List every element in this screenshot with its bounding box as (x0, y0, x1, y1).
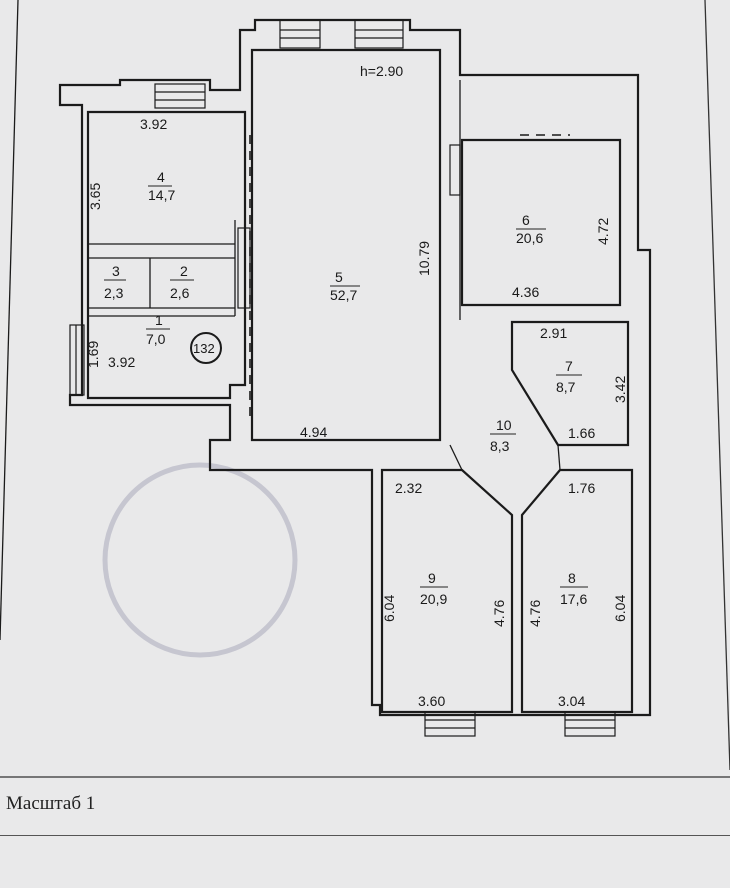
apartment-number: 132 (193, 341, 215, 356)
room-9-area: 20,9 (420, 591, 447, 607)
dim-room9-bottom: 3.60 (418, 693, 445, 709)
windows (69, 19, 616, 737)
room-2-area: 2,6 (170, 285, 190, 301)
interior-partitions (88, 80, 561, 471)
room-7-area: 8,7 (556, 379, 576, 395)
dim-room6-depth: 4.72 (595, 218, 611, 245)
room-5-area: 52,7 (330, 287, 357, 303)
dim-room8-left: 4.76 (527, 600, 543, 627)
ceiling-height-note: h=2.90 (360, 63, 403, 79)
dim-room8-top: 1.76 (568, 480, 595, 496)
dim-room1-depth: 1.69 (85, 341, 101, 368)
room-6-area: 20,6 (516, 230, 543, 246)
room-6-number: 6 (522, 212, 530, 228)
dim-room4-width: 3.92 (140, 116, 167, 132)
dim-room9-top: 2.32 (395, 480, 422, 496)
dim-room7-bottom: 1.66 (568, 425, 595, 441)
room-3-area: 2,3 (104, 285, 124, 301)
room-10-area: 8,3 (490, 438, 510, 454)
outer-walls (58, 18, 652, 717)
room-4-number: 4 (157, 169, 165, 185)
dim-room4-depth: 3.65 (87, 183, 103, 210)
room-10-number: 10 (496, 417, 512, 433)
apartment-number-circle (190, 332, 222, 364)
room-5-number: 5 (335, 269, 343, 285)
dim-room1-width: 3.92 (108, 354, 135, 370)
room-1-area: 7,0 (146, 331, 166, 347)
room-labels: 4 14,7 3 2,3 2 2,6 1 7,0 5 52,7 6 20,6 7… (104, 169, 588, 607)
room-4-area: 14,7 (148, 187, 175, 203)
dim-room7-width: 2.91 (540, 325, 567, 341)
dim-room8-right: 6.04 (612, 595, 628, 622)
dimension-labels: 3.92 3.65 1.69 3.92 10.79 4.94 4.72 4.36… (85, 116, 628, 709)
room-3-number: 3 (112, 263, 120, 279)
dim-room8-bottom: 3.04 (558, 693, 585, 709)
room-8-number: 8 (568, 570, 576, 586)
dim-room7-depth: 3.42 (612, 376, 628, 403)
faint-stamp (102, 462, 298, 658)
room-8-area: 17,6 (560, 591, 587, 607)
dim-room6-width: 4.36 (512, 284, 539, 300)
dim-room9-left: 6.04 (381, 595, 397, 622)
dim-room5-width: 4.94 (300, 424, 327, 440)
sheet-left-border (0, 0, 19, 641)
room-1-number: 1 (155, 312, 163, 328)
room-2-number: 2 (180, 263, 188, 279)
sheet-right-border (704, 0, 730, 771)
scale-caption: Масштаб 1 (6, 793, 96, 814)
footer-rule (0, 835, 730, 836)
dim-room5-length: 10.79 (416, 241, 432, 276)
room-9-number: 9 (428, 570, 436, 586)
dim-room9-right: 4.76 (491, 600, 507, 627)
room-7-number: 7 (565, 358, 573, 374)
